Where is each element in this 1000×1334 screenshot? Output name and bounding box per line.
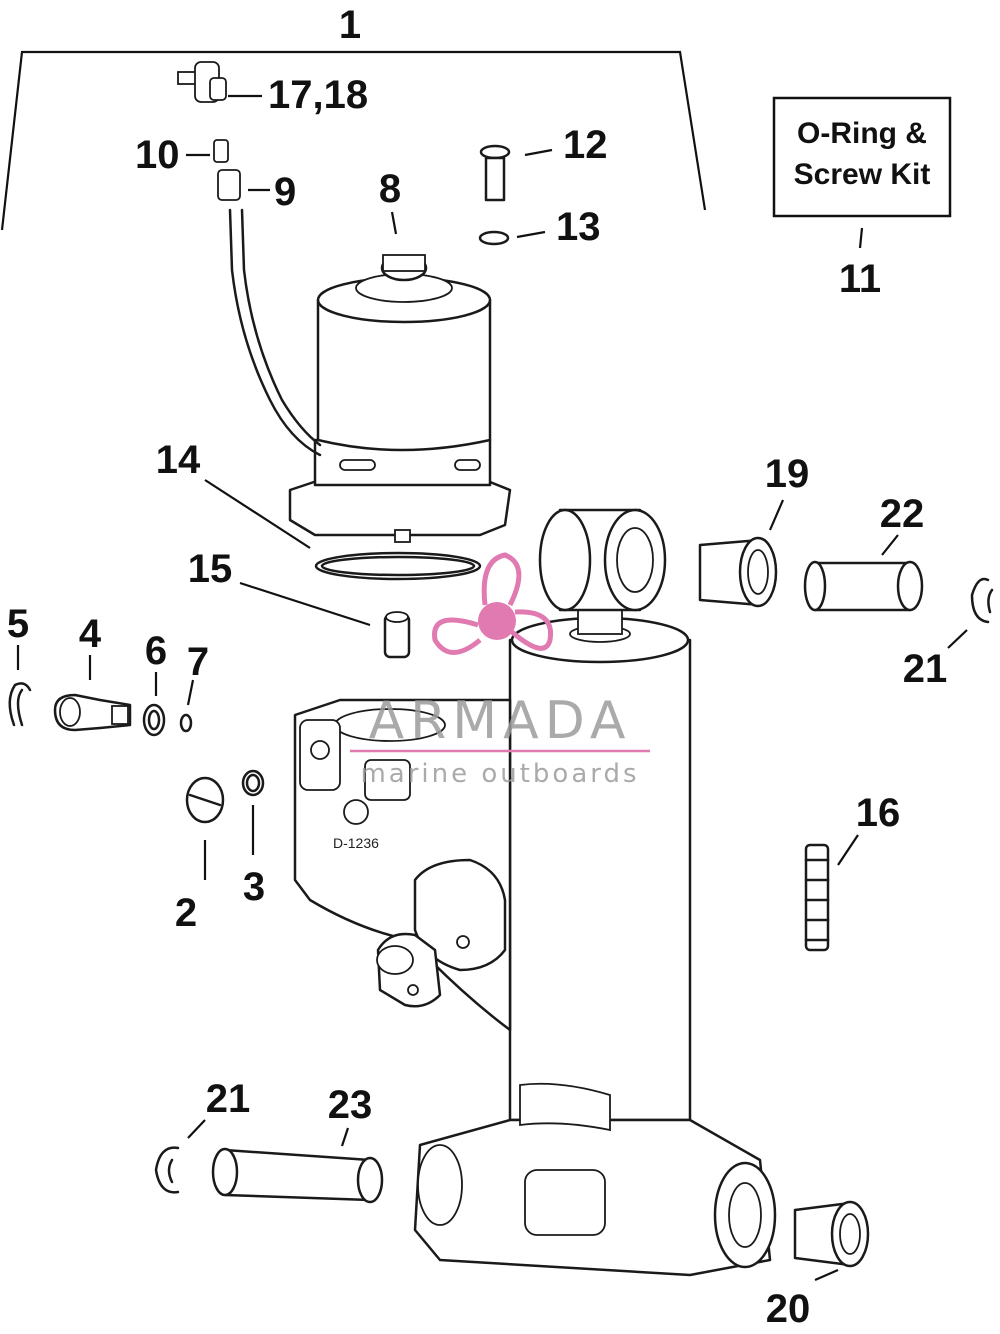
- callout-23: 23: [328, 1083, 373, 1127]
- callout-5: 5: [7, 602, 29, 646]
- callout-11: 11: [839, 257, 881, 301]
- part-valve-4: [53, 693, 132, 732]
- callout-1: 1: [339, 3, 361, 47]
- callout-4: 4: [79, 612, 102, 656]
- part-screw-12: [479, 144, 511, 202]
- callout-16: 16: [856, 791, 901, 835]
- armada-watermark: ARMADA marine outboards: [350, 552, 650, 789]
- watermark-subtitle: marine outboards: [360, 759, 639, 789]
- callout-labels: 1 17,18 10 9 8 12 13 11 14 15 19 22 21 5…: [7, 3, 947, 1331]
- callout-13: 13: [556, 205, 601, 249]
- part-snapring-5: [8, 682, 32, 727]
- callout-9: 9: [274, 170, 296, 214]
- callout-3: 3: [243, 865, 265, 909]
- kit-box-line2: Screw Kit: [794, 158, 931, 191]
- callout-20: 20: [766, 1287, 811, 1331]
- part-washer-6: [142, 703, 166, 737]
- callout-22: 22: [880, 492, 925, 536]
- part-clip-17-18: [177, 61, 227, 103]
- part-bushing-19: [698, 536, 778, 608]
- part-washer-13: [478, 230, 510, 246]
- callout-21-left: 21: [206, 1077, 251, 1121]
- watermark-title: ARMADA: [369, 691, 632, 751]
- part-oring-14: [314, 551, 482, 581]
- part-fitting-15: [383, 611, 411, 659]
- callout-17-18: 17,18: [268, 73, 368, 117]
- part-oring-3: [241, 769, 265, 797]
- callout-10: 10: [135, 133, 180, 177]
- part-pin-22: [803, 560, 924, 612]
- callout-2: 2: [175, 891, 197, 935]
- part-plug-2: [185, 776, 225, 824]
- leader-lines: [16, 94, 968, 1282]
- part-oring-7: [179, 713, 193, 733]
- part-snapring-21-right: [970, 577, 994, 624]
- callout-7: 7: [187, 640, 209, 684]
- propeller-logo: [432, 552, 554, 655]
- part-pin-23: [211, 1147, 384, 1204]
- callout-19: 19: [765, 452, 810, 496]
- callout-15: 15: [188, 547, 233, 591]
- callout-21-right: 21: [903, 647, 948, 691]
- kit-box: O-Ring & Screw Kit: [772, 96, 952, 218]
- part-snapring-21-left: [154, 1146, 180, 1194]
- casting-stamp: D-1236: [333, 835, 379, 851]
- callout-12: 12: [563, 123, 608, 167]
- callout-6: 6: [145, 629, 167, 673]
- kit-box-line1: O-Ring &: [797, 117, 927, 150]
- part-bushing-20: [793, 1200, 870, 1268]
- tilt-trim-housing: D-1236: [293, 508, 777, 1277]
- trim-motor: [213, 139, 512, 543]
- part-rod-16: [804, 843, 830, 952]
- assembly-bracket: [0, 50, 707, 231]
- callout-14: 14: [156, 438, 201, 482]
- callout-8: 8: [379, 167, 401, 211]
